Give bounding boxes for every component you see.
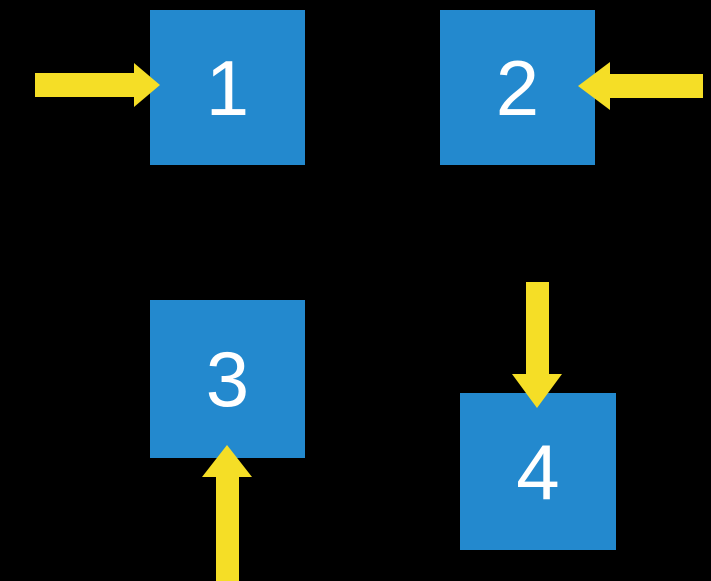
node-box-1[interactable]: 1	[150, 10, 305, 165]
node-label-1: 1	[205, 43, 250, 132]
node-label-3: 3	[205, 335, 250, 423]
node-box-2[interactable]: 2	[440, 10, 595, 165]
arrow-left-shape	[578, 62, 703, 110]
arrow-right-shape	[35, 63, 160, 107]
node-label-2: 2	[495, 43, 540, 132]
arrow-down-shape	[512, 282, 562, 408]
arrow-up-shape	[202, 445, 252, 581]
node-box-3[interactable]: 3	[150, 300, 305, 458]
node-box-4[interactable]: 4	[460, 393, 616, 550]
node-label-4: 4	[516, 427, 560, 516]
